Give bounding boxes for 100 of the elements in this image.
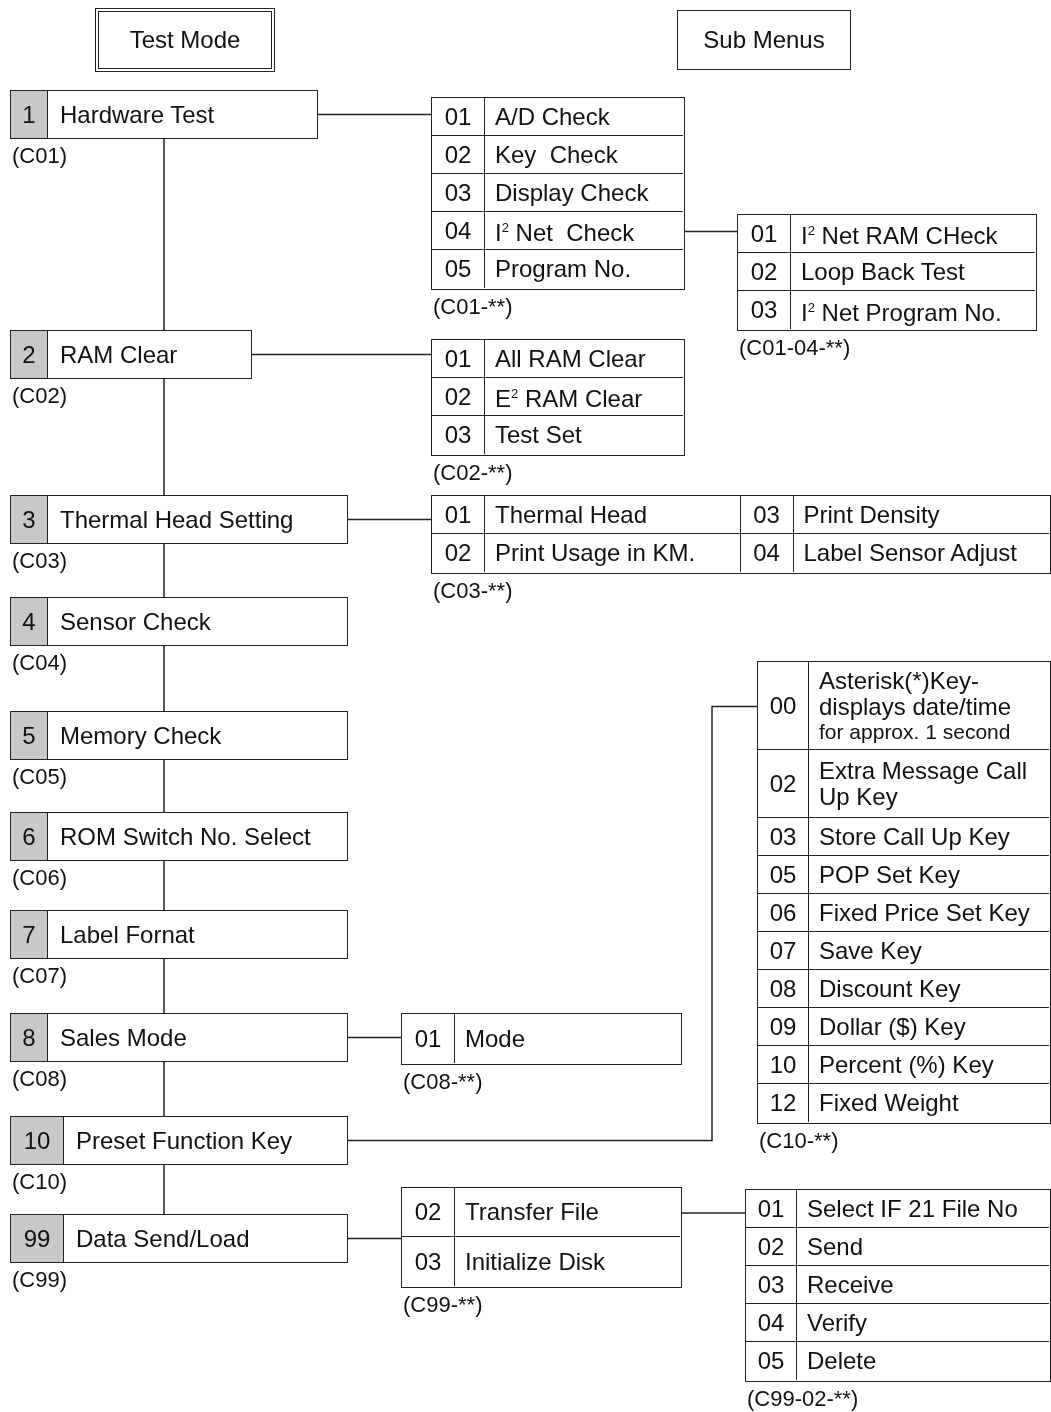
item-number: 03 <box>758 818 809 855</box>
item-label: Receive <box>807 1271 895 1298</box>
submenu-table <box>401 1187 682 1288</box>
item-label: Transfer File <box>465 1199 600 1225</box>
item-label: Fixed Price Set Key <box>819 899 1031 926</box>
item-label: I$^{2}$ Net Check <box>495 218 636 246</box>
item-label: All RAM Clear <box>495 345 647 372</box>
item-number: 02 <box>432 136 485 173</box>
item-number: 05 <box>758 856 809 893</box>
item-number: 02 <box>432 534 485 572</box>
item-label: Label Sensor Adjust <box>803 540 1018 566</box>
item-label: Loop Back Test <box>801 258 966 285</box>
code-label: (C03-**) <box>433 578 513 604</box>
mode-number: 7 <box>11 911 48 958</box>
item-number: 05 <box>432 250 485 288</box>
item-number: 08 <box>758 970 809 1007</box>
item-number: 02 <box>758 750 809 817</box>
menu-row <box>402 1188 680 1237</box>
item-label: I$^{2}$ Net RAM CHeck <box>801 221 999 249</box>
item-number: 02 <box>746 1228 797 1265</box>
submenu-table <box>431 97 685 290</box>
item-label: Display Check <box>495 179 650 206</box>
mode-label: Sensor Check <box>59 606 211 637</box>
code-label: (C10) <box>12 1169 67 1195</box>
connector-line <box>163 378 165 496</box>
item-number: 01 <box>432 340 485 377</box>
item-number: 03 <box>740 496 794 533</box>
item-number: 03 <box>402 1237 455 1286</box>
menu-box <box>10 1013 348 1062</box>
item-label: Verify <box>807 1309 869 1336</box>
connector-line <box>163 138 165 331</box>
item-number: 09 <box>758 1008 809 1045</box>
item-label: Save Key <box>819 937 923 964</box>
item-label: Select IF 21 File No <box>807 1195 1019 1222</box>
item-number: 02 <box>402 1188 455 1236</box>
menu-row <box>758 970 1049 1008</box>
connector-line <box>347 518 432 521</box>
connector-line <box>347 1237 402 1240</box>
menu-box <box>10 711 348 760</box>
item-number: 05 <box>746 1342 797 1380</box>
item-number: 01 <box>402 1014 455 1063</box>
menu-row <box>746 1190 1049 1228</box>
item-number: 04 <box>740 534 794 572</box>
item-label: Send <box>807 1233 865 1260</box>
code-label: (C99-02-**) <box>747 1386 859 1412</box>
menu-row <box>758 1046 1049 1084</box>
mode-label: Data Send/Load <box>75 1223 250 1254</box>
code-label: (C99-**) <box>403 1292 483 1318</box>
menu-box <box>10 495 348 544</box>
code-label: (C08) <box>12 1066 67 1092</box>
mode-label: Memory Check <box>59 720 222 751</box>
submenu-table <box>745 1189 1051 1382</box>
connector-line <box>347 705 758 1142</box>
item-label: Key Check <box>495 141 619 168</box>
menu-box <box>10 1214 348 1263</box>
mode-label: ROM Switch No. Select <box>59 821 311 852</box>
item-label: Fixed Weight <box>819 1090 960 1116</box>
item-number: 04 <box>746 1304 797 1341</box>
mode-number: 2 <box>11 331 48 378</box>
code-label: (C01) <box>12 143 67 169</box>
mode-label: Thermal Head Setting <box>59 504 294 535</box>
menu-row <box>432 378 683 416</box>
submenu-table <box>431 339 685 456</box>
connector-line <box>163 958 165 1014</box>
code-label: (C99) <box>12 1267 67 1293</box>
code-label: (C04) <box>12 650 67 676</box>
item-number: 01 <box>738 215 791 252</box>
menu-row <box>432 98 683 136</box>
item-label: POP Set Key <box>819 861 961 888</box>
menu-row <box>432 496 741 534</box>
heading-box: Sub Menus <box>677 10 851 70</box>
heading-box: Test Mode <box>95 8 275 72</box>
item-label: Program No. <box>495 256 633 282</box>
item-number: 01 <box>432 496 485 533</box>
item-number: 03 <box>432 174 485 211</box>
item-label: A/D Check <box>495 103 611 130</box>
code-label: (C05) <box>12 764 67 790</box>
code-label: (C01-**) <box>433 294 513 320</box>
menu-box <box>10 597 348 646</box>
item-number: 03 <box>738 291 791 329</box>
menu-row <box>738 215 1035 253</box>
connector-line <box>163 1061 165 1117</box>
connector-line <box>317 113 432 116</box>
mode-label: Hardware Test <box>59 99 215 130</box>
item-number: 01 <box>746 1190 797 1227</box>
submenu-table <box>737 214 1037 331</box>
menu-row <box>432 136 683 174</box>
code-label: (C08-**) <box>403 1069 483 1095</box>
item-label: Delete <box>807 1348 878 1374</box>
menu-row <box>758 856 1049 894</box>
mode-label: RAM Clear <box>59 339 178 370</box>
code-label: (C07) <box>12 963 67 989</box>
code-label: (C02) <box>12 383 67 409</box>
mode-number: 6 <box>11 813 48 860</box>
connector-line <box>163 543 165 598</box>
mode-number: 99 <box>11 1215 64 1262</box>
item-number: 00 <box>758 662 809 749</box>
item-label: Print Density <box>803 501 941 528</box>
item-number: 06 <box>758 894 809 931</box>
connector-line <box>163 860 165 911</box>
